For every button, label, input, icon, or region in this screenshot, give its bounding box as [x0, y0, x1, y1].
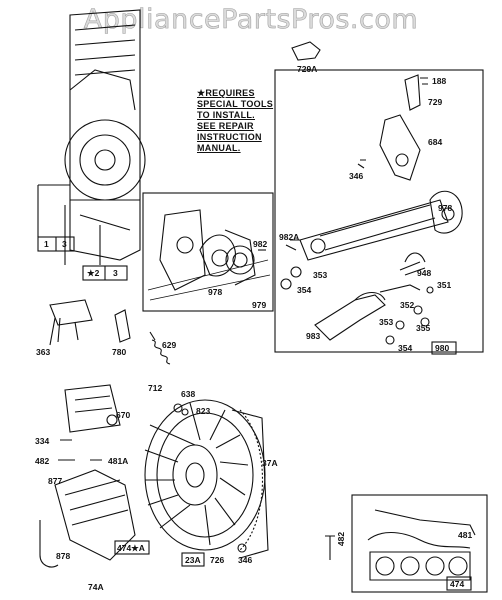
panel-979 — [142, 192, 274, 312]
note-line-2: SPECIAL TOOLS — [197, 99, 274, 109]
note-line-6: MANUAL. — [197, 143, 241, 153]
part-label-729A: 729A — [297, 64, 318, 74]
part-label-982A: 982A — [279, 232, 300, 242]
part-label-351: 351 — [437, 280, 452, 290]
note-line-5: INSTRUCTION — [197, 132, 262, 142]
flywheel-drawing — [144, 399, 269, 567]
part-label-978-upper: 978 — [438, 203, 453, 213]
part-label-353-upper: 353 — [313, 270, 328, 280]
part-label-346-upper: 346 — [349, 171, 364, 181]
note-line-4: SEE REPAIR — [197, 121, 254, 131]
part-label-980: 980 — [435, 343, 450, 353]
ref-label-3-right: 3 — [113, 268, 118, 278]
part-label-877: 877 — [48, 476, 63, 486]
ref-label-1: 1 — [44, 239, 49, 249]
part-label-482-left: 482 — [35, 456, 50, 466]
ref-box-474 — [446, 576, 472, 591]
part-label-982: 982 — [253, 239, 268, 249]
ref-box-23A — [181, 552, 205, 567]
part-label-481A: 481A — [108, 456, 129, 466]
part-label-346-lower: 346 — [238, 555, 253, 565]
special-tools-note: ★REQUIRES SPECIAL TOOLS TO INSTALL. SEE … — [197, 88, 273, 154]
part-label-352: 352 — [400, 300, 415, 310]
part-label-354-lower: 354 — [398, 343, 413, 353]
part-label-482-right: 482 — [336, 531, 347, 547]
part-label-481: 481 — [458, 530, 473, 540]
ref-label-2: ★2 — [87, 268, 100, 278]
part-label-823: 823 — [196, 406, 211, 416]
ref-label-3-left: 3 — [62, 239, 67, 249]
part-label-355: 355 — [416, 323, 431, 333]
part-label-354-upper: 354 — [297, 285, 312, 295]
part-label-729: 729 — [428, 97, 443, 107]
watermark: AppliancePartsPros.com — [83, 4, 419, 36]
part-label-978-lower: 978 — [208, 287, 223, 297]
part-label-983: 983 — [306, 331, 321, 341]
part-label-474: 474 — [450, 579, 465, 589]
panel-474 — [351, 494, 488, 593]
part-label-670: 670 — [116, 410, 131, 420]
ref-box-474A — [114, 540, 150, 555]
ref-box-980 — [431, 341, 457, 355]
part-label-363: 363 — [36, 347, 51, 357]
note-line-3: TO INSTALL. — [197, 110, 255, 120]
part-label-638: 638 — [181, 389, 196, 399]
engine-block-drawing — [37, 9, 146, 265]
part-label-474A: 474★A — [117, 543, 145, 553]
part-label-353-lower: 353 — [379, 317, 394, 327]
part-label-948: 948 — [417, 268, 432, 278]
part-label-37A: 37A — [262, 458, 278, 468]
part-label-684: 684 — [428, 137, 443, 147]
part-label-188: 188 — [432, 76, 447, 86]
part-label-334: 334 — [35, 436, 50, 446]
part-label-23A: 23A — [185, 555, 201, 565]
part-label-780: 780 — [112, 347, 127, 357]
part-label-74A: 74A — [88, 582, 104, 592]
part-label-979: 979 — [252, 300, 267, 310]
part-label-629: 629 — [162, 340, 177, 350]
note-line-1: ★REQUIRES — [197, 88, 255, 98]
part-label-726: 726 — [210, 555, 225, 565]
panel-980 — [274, 69, 484, 353]
part-label-712: 712 — [148, 383, 163, 393]
part-label-878: 878 — [56, 551, 71, 561]
